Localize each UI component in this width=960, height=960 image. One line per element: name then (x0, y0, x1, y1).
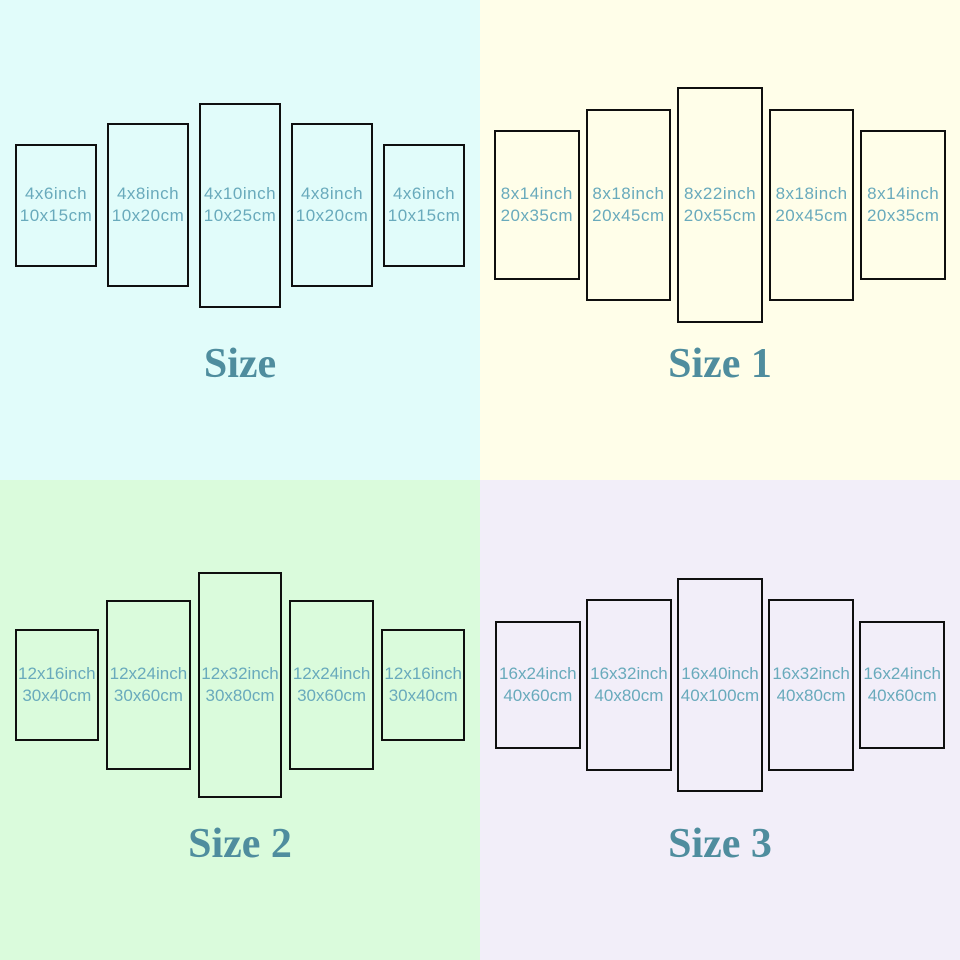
size-panel: 4x8inch 10x20cm (291, 123, 373, 287)
size-panel: 8x18inch 20x45cm (585, 108, 672, 302)
panel-size-inch: 16x40inch (681, 664, 759, 683)
panel-size-cm: 40x80cm (776, 686, 846, 705)
panel-size-cm: 10x20cm (295, 206, 369, 225)
panel-size-inch: 8x14inch (867, 183, 940, 203)
panel-size-cm: 20x55cm (683, 205, 757, 225)
size-panel: 8x14inch 20x35cm (860, 130, 946, 280)
panel-size-cm: 40x100cm (680, 686, 760, 705)
panel-size-cm: 20x35cm (866, 205, 940, 225)
panel-size-cm: 20x35cm (500, 205, 574, 225)
size-panel: 12x16inch 30x40cm (14, 628, 100, 742)
panel-size-inch: 8x18inch (775, 184, 848, 203)
size-chart-3: 16x24inch 40x60cm 16x32inch 40x80cm 16x4… (480, 480, 960, 960)
size-panel: 8x14inch 20x35cm (494, 130, 580, 280)
panel-row: 4x6inch 10x15cm 4x8inch 10x20cm 4x10inch… (0, 0, 480, 410)
panel-size-cm: 10x20cm (111, 206, 185, 225)
size-panel: 12x32inch 30x80cm (197, 572, 283, 798)
size-panel: 16x24inch 40x60cm (495, 620, 581, 750)
panel-size-inch: 8x22inch (683, 183, 757, 203)
size-title: Size 1 (668, 341, 772, 387)
size-chart-2: 12x16inch 30x40cm 12x24inch 30x60cm 12x3… (0, 480, 480, 960)
panel-size-cm: 40x60cm (867, 685, 937, 705)
panel-size-cm: 30x80cm (205, 686, 275, 705)
size-title: Size 2 (188, 821, 292, 867)
panel-size-cm: 40x60cm (503, 685, 573, 705)
size-title: Size (203, 341, 277, 387)
panel-size-inch: 16x24inch (863, 663, 941, 683)
panel-size-cm: 10x15cm (19, 206, 93, 225)
size-panel: 12x24inch 30x60cm (106, 600, 191, 770)
panel-row: 8x14inch 20x35cm 8x18inch 20x45cm 8x22in… (480, 0, 960, 410)
panel-size-inch: 4x6inch (392, 184, 456, 203)
panel-size-cm: 30x40cm (22, 685, 92, 705)
panel-size-inch: 8x14inch (500, 183, 573, 203)
size-chart-1: 8x14inch 20x35cm 8x18inch 20x45cm 8x22in… (480, 0, 960, 480)
panel-size-cm: 10x15cm (387, 206, 461, 225)
size-panel: 4x8inch 10x20cm (107, 123, 189, 287)
size-panel: 8x22inch 20x55cm (677, 87, 763, 323)
size-panel: 12x16inch 30x40cm (380, 628, 466, 742)
size-panel: 16x40inch 40x100cm (677, 578, 763, 792)
panel-size-inch: 4x8inch (300, 184, 364, 203)
panel-size-inch: 12x24inch (292, 664, 371, 683)
panel-size-cm: 30x40cm (388, 685, 458, 705)
panel-size-cm: 30x60cm (113, 686, 183, 705)
size-panel: 4x10inch 10x25cm (199, 102, 281, 308)
size-panel: 16x32inch 40x80cm (586, 599, 672, 771)
panel-size-inch: 8x18inch (592, 184, 665, 203)
panel-size-inch: 16x32inch (772, 664, 850, 683)
size-panel: 12x24inch 30x60cm (289, 600, 374, 770)
panel-size-cm: 30x60cm (297, 686, 367, 705)
panel-row: 12x16inch 30x40cm 12x24inch 30x60cm 12x3… (0, 480, 480, 890)
size-chart-default: 4x6inch 10x15cm 4x8inch 10x20cm 4x10inch… (0, 0, 480, 480)
panel-size-cm: 40x80cm (594, 686, 664, 705)
panel-size-inch: 12x24inch (109, 664, 188, 683)
panel-size-inch: 4x8inch (116, 184, 180, 203)
panel-size-cm: 10x25cm (203, 206, 277, 225)
panel-size-inch: 12x16inch (384, 663, 462, 683)
panel-size-inch: 16x24inch (499, 663, 577, 683)
panel-size-inch: 4x10inch (203, 184, 277, 203)
size-panel: 16x24inch 40x60cm (859, 620, 945, 750)
size-panel: 16x32inch 40x80cm (768, 599, 854, 771)
panel-size-inch: 4x6inch (24, 184, 88, 203)
panel-size-cm: 20x45cm (775, 206, 848, 225)
panel-size-inch: 12x32inch (201, 664, 279, 683)
size-panel: 4x6inch 10x15cm (15, 143, 97, 267)
size-panel: 8x18inch 20x45cm (768, 108, 855, 302)
panel-size-inch: 16x32inch (590, 664, 668, 683)
panel-size-cm: 20x45cm (592, 206, 665, 225)
size-title: Size 3 (668, 821, 772, 867)
panel-size-inch: 12x16inch (18, 663, 96, 683)
panel-row: 16x24inch 40x60cm 16x32inch 40x80cm 16x4… (480, 480, 960, 890)
size-panel: 4x6inch 10x15cm (383, 143, 465, 267)
